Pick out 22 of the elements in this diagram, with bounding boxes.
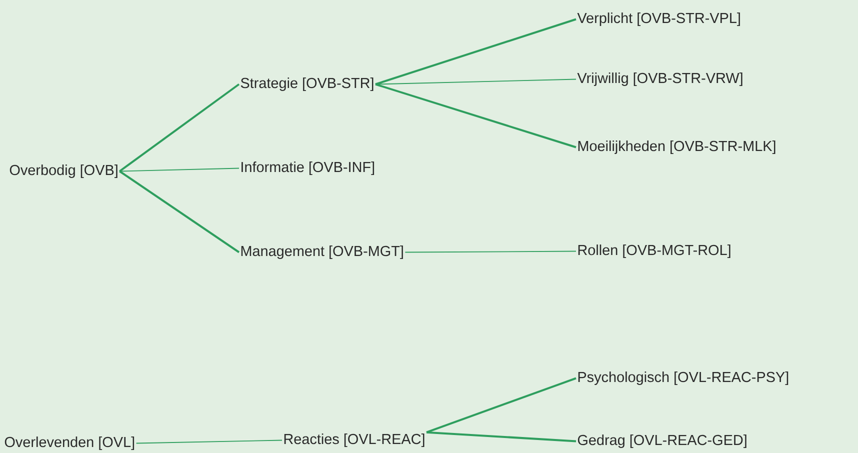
node-label: Psychologisch [OVL-REAC-PSY]: [578, 372, 788, 385]
node-label: Moeilijkheden [OVB-STR-MLK]: [578, 140, 776, 154]
node-label: Verplicht [OVB-STR-VPL]: [577, 12, 740, 26]
connector-line: [404, 250, 576, 253]
connector-line: [375, 78, 576, 85]
node-label: Vrijwillig [OVB-STR-VRW]: [577, 72, 742, 86]
node-label: Overlevenden [OVL]: [4, 436, 134, 450]
node-label: Rollen [OVB-MGT-ROL]: [578, 244, 730, 258]
node-label: Strategie [OVB-STR]: [240, 78, 374, 91]
connector-line: [119, 83, 240, 172]
connector-line: [119, 170, 240, 254]
connector-line: [119, 168, 240, 172]
node-label: Overbodig [OVB]: [10, 164, 118, 178]
node-label: Reacties [OVL-REAC]: [284, 434, 424, 447]
connector-line: [375, 18, 576, 86]
connector-line: [375, 83, 576, 148]
node-label: Informatie [OVB-INF]: [242, 162, 374, 175]
connector-line: [136, 440, 282, 444]
node-label: Gedrag [OVL-REAC-GED]: [578, 434, 746, 448]
node-label: Management [OVB-MGT]: [241, 246, 403, 259]
connector-line: [426, 431, 576, 442]
connector-line: [426, 377, 576, 434]
